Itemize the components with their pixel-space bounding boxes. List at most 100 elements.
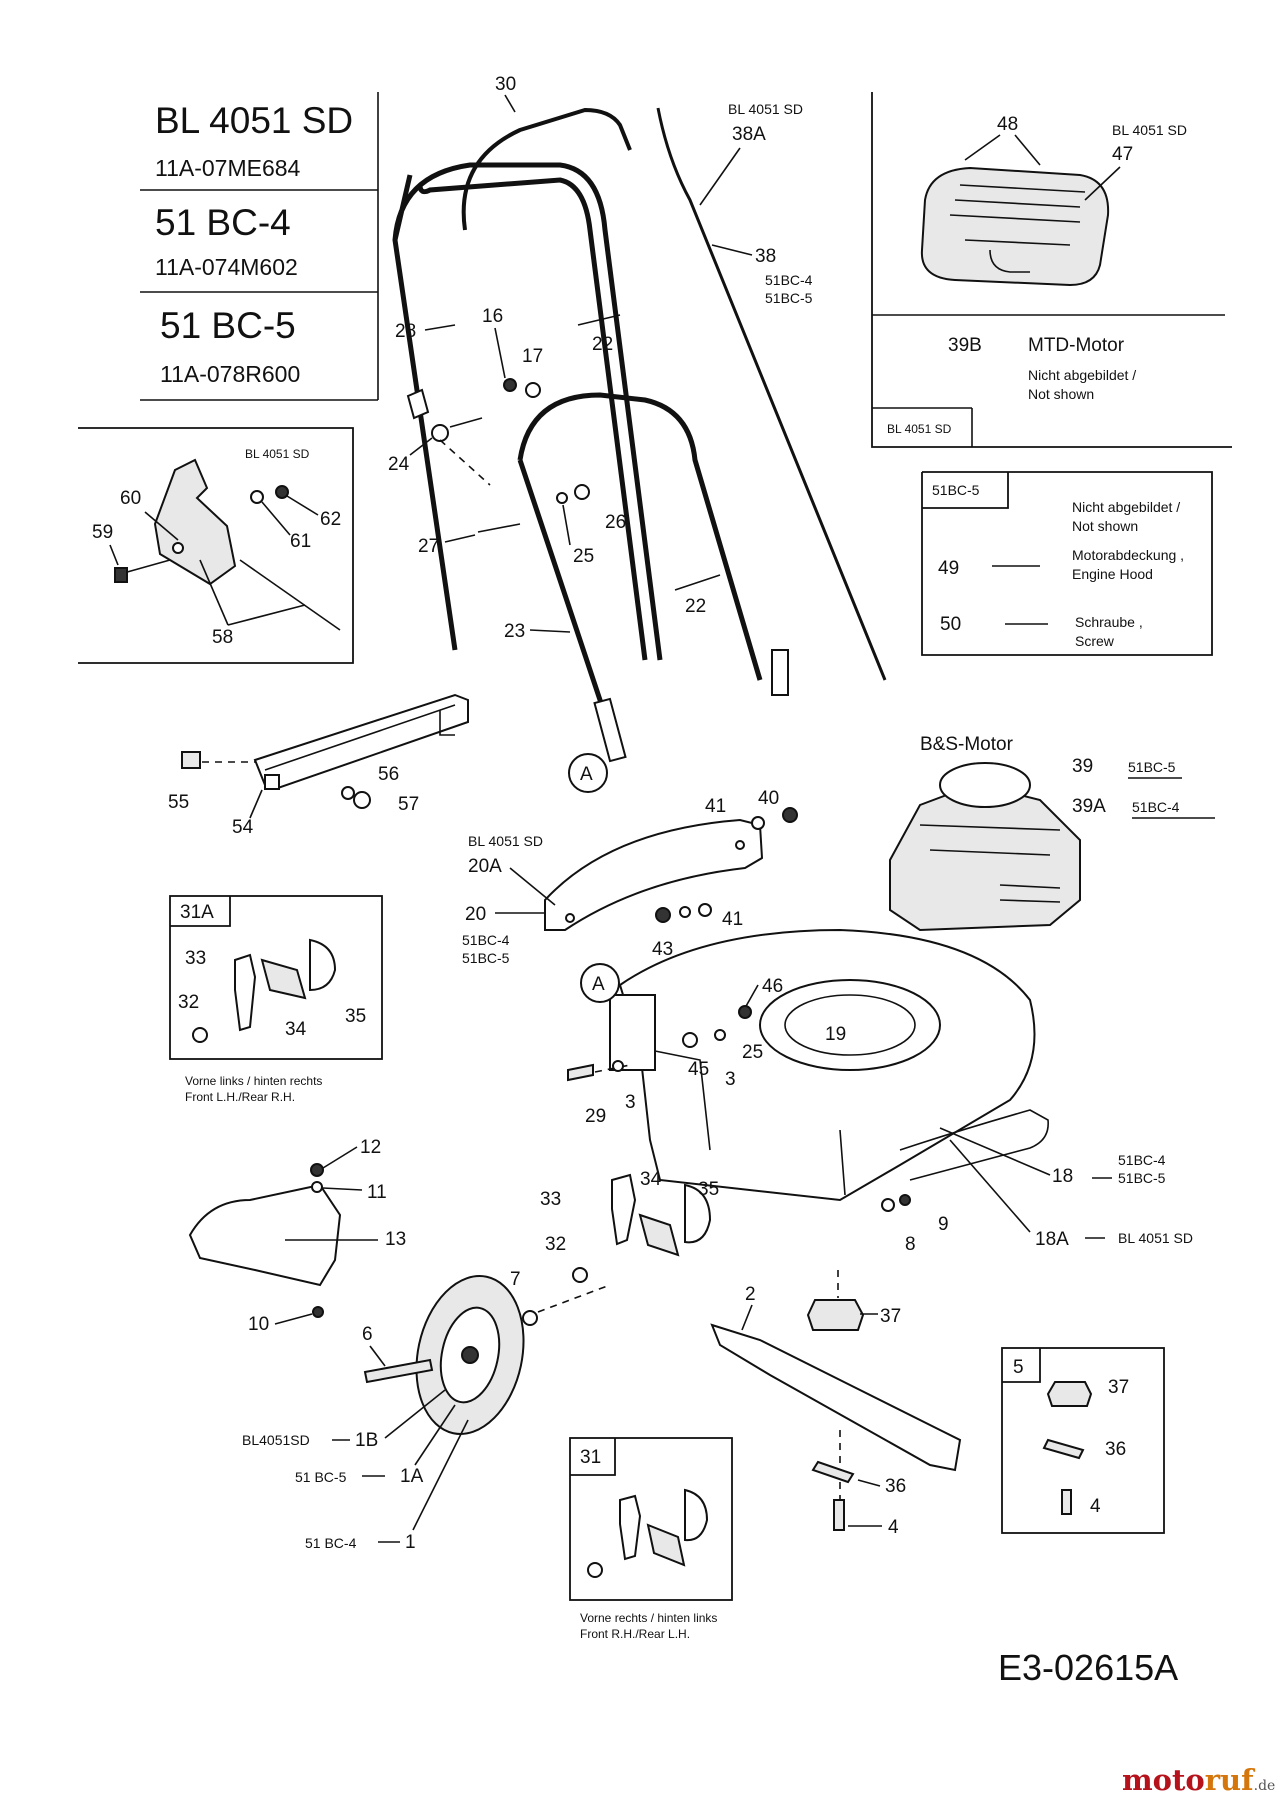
marker-a-lower-label: A [592, 974, 605, 995]
washer-25 [556, 492, 568, 504]
nut-26 [574, 484, 590, 500]
legend-num-50: 50 [940, 614, 961, 635]
bolt-55 [181, 751, 201, 769]
rear-bracket: 55 54 56 57 [168, 693, 469, 838]
model-name-3: 51 BC-5 [160, 305, 296, 346]
box-31a-callout-34: 34 [285, 1019, 307, 1040]
lower-tube-left [518, 459, 612, 731]
marker-a-upper: A [568, 753, 608, 793]
legend-note-en: Not shown [1072, 518, 1138, 534]
callout-36: 36 [885, 1476, 906, 1497]
box-31a-callout-33: 33 [185, 948, 206, 969]
handle-assembly: 30 28 16 17 22 24 26 25 27 22 23 [388, 74, 789, 763]
callout-22b: 22 [685, 596, 706, 617]
bs-model-39: 51BC-5 [1128, 759, 1176, 775]
nut-17 [525, 382, 541, 398]
box-31a-caption-en: Front L.H./Rear R.H. [185, 1090, 295, 1104]
callout-20a: 20A [468, 856, 502, 877]
callout-45: 45 [688, 1059, 709, 1080]
callout-59: 59 [92, 522, 113, 543]
mtd-bottom-tag: BL 4051 SD [887, 422, 952, 436]
bar-model-20-2: 51BC-5 [462, 950, 510, 966]
cable-assembly: BL 4051 SD 38A 38 51BC-4 51BC-5 [656, 101, 887, 681]
bar-model-20-1: 51BC-4 [462, 932, 510, 948]
callout-20: 20 [465, 904, 486, 925]
box-31: 31 Vorne rechts / hinten links Front R.H… [569, 1437, 733, 1641]
mower-deck: 46 19 25 45 3 29 3 9 8 18 51BC-4 51BC-5 … [567, 928, 1193, 1255]
bs-engine-body [889, 789, 1081, 932]
diagram-reference: E3-02615A [998, 1647, 1178, 1688]
knob-16 [503, 378, 517, 392]
handle-foot-left [593, 697, 627, 763]
callout-25b: 25 [742, 1042, 763, 1063]
callout-25a: 25 [573, 546, 594, 567]
callout-48: 48 [997, 114, 1018, 135]
box-31a-callout-35: 35 [345, 1006, 366, 1027]
box-5-callout-37: 37 [1108, 1377, 1129, 1398]
bs-engine-top [939, 762, 1031, 808]
callout-38a: 38A [732, 124, 766, 145]
callout-57: 57 [398, 794, 419, 815]
callout-34b: 34 [640, 1169, 662, 1190]
model-title-block: BL 4051 SD 11A-07ME684 51 BC-4 11A-074M6… [140, 92, 379, 401]
adapter-37 [806, 1299, 865, 1331]
callout-35b: 35 [698, 1179, 719, 1200]
bs-model-39a: 51BC-4 [1132, 799, 1180, 815]
box-5-callout-4: 4 [1090, 1496, 1101, 1517]
callout-6: 6 [362, 1324, 373, 1345]
cable-model-tag: BL 4051 SD [728, 101, 803, 117]
callout-39a: 39A [1072, 796, 1106, 817]
washer-56 [341, 786, 355, 800]
callout-47: 47 [1112, 144, 1133, 165]
brand-part-a: moto [1122, 1763, 1205, 1797]
callout-41a: 41 [705, 796, 726, 817]
box-31a-tag: 31A [180, 902, 214, 923]
bs-motor-title: B&S-Motor [920, 734, 1014, 755]
brand-part-b: ruf [1205, 1763, 1256, 1797]
box-31-caption-en: Front R.H./Rear L.H. [580, 1627, 690, 1641]
nut-57 [353, 791, 371, 809]
box-31a-caption-de: Vorne links / hinten rechts [185, 1074, 322, 1088]
callout-28: 28 [395, 321, 416, 342]
mtd-motor-box: BL 4051 SD 48 47 39B MTD-Motor Nicht abg… [871, 92, 1232, 448]
bracket-54 [253, 693, 469, 790]
callout-24: 24 [388, 454, 410, 475]
marker-a-lower: A [580, 963, 620, 1003]
legend-note-de: Nicht abgebildet / [1072, 499, 1180, 515]
callout-39b: 39B [948, 335, 982, 356]
callout-23: 23 [504, 621, 525, 642]
blade-bolt-4 [833, 1499, 845, 1531]
mtd-motor-title: MTD-Motor [1028, 335, 1125, 356]
callout-3b: 3 [625, 1092, 636, 1113]
deck-motor-ring [759, 979, 941, 1071]
bar-model-tag: BL 4051 SD [468, 833, 543, 849]
handle-foot-right [771, 649, 789, 696]
callout-55: 55 [168, 792, 189, 813]
flap-13 [188, 1183, 342, 1287]
callout-56: 56 [378, 764, 399, 785]
callout-8: 8 [905, 1234, 916, 1255]
top-bail [461, 107, 632, 231]
callout-18a: 18A [1035, 1229, 1069, 1250]
callout-32b: 32 [545, 1234, 566, 1255]
throttle-control-box: BL 4051 SD 60 59 62 61 58 [78, 427, 354, 664]
callout-12: 12 [360, 1137, 381, 1158]
deck-model-18a: BL 4051 SD [1118, 1230, 1193, 1246]
throttle-lever-body [153, 458, 237, 586]
brand-suffix: .de [1254, 1778, 1276, 1794]
control-cable [656, 107, 887, 681]
legend-49-de: Motorabdeckung , [1072, 547, 1184, 563]
legend-49-en: Engine Hood [1072, 566, 1153, 582]
wheel-bolt [363, 1358, 434, 1384]
callout-62: 62 [320, 509, 341, 530]
cable-model-38-1: 51BC-4 [765, 272, 813, 288]
guard-bar: 41 40 BL 4051 SD 20A 20 51BC-4 51BC-5 43… [462, 788, 798, 966]
callout-17: 17 [522, 346, 543, 367]
model-name-1: BL 4051 SD [155, 100, 353, 141]
legend-tag: 51BC-5 [932, 482, 980, 498]
cable-model-38-2: 51BC-5 [765, 290, 813, 306]
model-code-1: 11A-07ME684 [155, 155, 301, 181]
callout-1a: 1A [400, 1466, 424, 1487]
callout-18: 18 [1052, 1166, 1073, 1187]
